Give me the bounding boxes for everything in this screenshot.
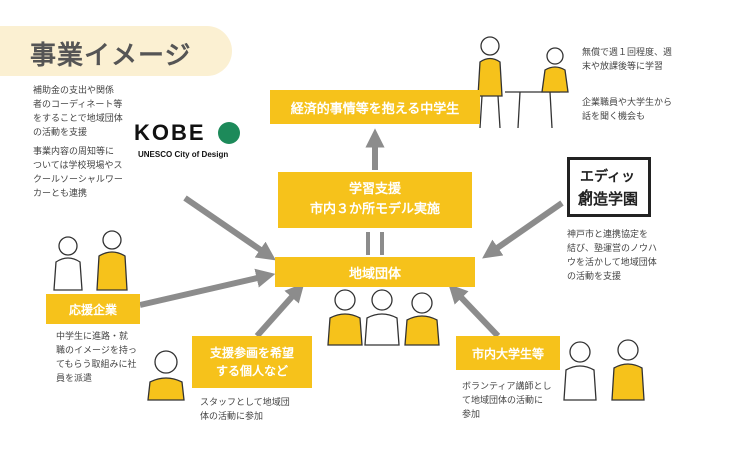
students-people-illustration	[563, 339, 645, 401]
learning-support-line2: 市内３か所モデル実施	[309, 202, 440, 217]
kobe-logo-subtext: UNESCO City of Design	[138, 150, 229, 159]
box-university-students: 市内大学生等	[456, 336, 560, 370]
note-weekly-study: 無償で週１回程度、週 末や放課後等に学習	[582, 48, 673, 72]
edic-logo-line2: 創造学園	[578, 190, 639, 208]
individual-person-illustration	[147, 350, 185, 401]
arrow-individual-to-org	[254, 282, 305, 338]
note-company: 中学生に進路・就 職のイメージを持っ てもらう取組みに社 員を派遣	[56, 332, 137, 384]
page-title: 事業イメージ	[30, 41, 192, 71]
note-school-coordination: 事業内容の周知等に ついては学校現場やス クールソーシャルワー カーとも連携	[33, 147, 123, 199]
kobe-mark-icon	[218, 122, 240, 144]
box-learning-support: 学習支援 市内３か所モデル実施	[278, 172, 472, 228]
title-banner	[0, 26, 232, 76]
arrow-edic-to-org	[482, 200, 564, 259]
study-scene-illustration	[477, 36, 569, 129]
note-individual: スタッフとして地域団 体の活動に参加	[200, 398, 290, 422]
kobe-logo-text: KOBE	[134, 120, 206, 145]
edic-logo-line1: エディック	[580, 169, 636, 205]
arrow-students-to-org	[448, 284, 501, 339]
note-career-talks: 企業職員や大学生から 話を聞く機会も	[582, 98, 673, 122]
note-students: ボランティア講師とし て地域団体の活動に 参加	[462, 382, 552, 420]
box-supporting-companies: 応援企業	[46, 294, 140, 324]
box-community-org: 地域団体	[275, 257, 475, 287]
box-target-students: 経済的事情等を抱える中学生	[270, 90, 480, 124]
individual-line1: 支援参画を希望	[209, 346, 294, 360]
kobe-logo: KOBE UNESCO City of Design	[130, 118, 246, 170]
company-people-illustration	[53, 230, 128, 291]
edic-logo: エディック 創造学園	[567, 157, 651, 217]
box-individual-volunteers: 支援参画を希望 する個人など	[192, 336, 312, 388]
individual-line2: する個人など	[215, 364, 288, 378]
arrow-company-to-org	[139, 268, 276, 308]
note-city-support: 補助金の支出や関係 者のコーディネート等 をすることで地域団体 の活動を支援	[33, 86, 123, 138]
org-people-illustration	[327, 289, 440, 346]
note-edic-partnership: 神戸市と連携協定を 結び、塾運営のノウハ ウを活かして地域団体 の活動を支援	[567, 230, 658, 282]
arrow-kobe-to-org	[183, 195, 276, 261]
learning-support-line1: 学習支援	[348, 182, 401, 197]
